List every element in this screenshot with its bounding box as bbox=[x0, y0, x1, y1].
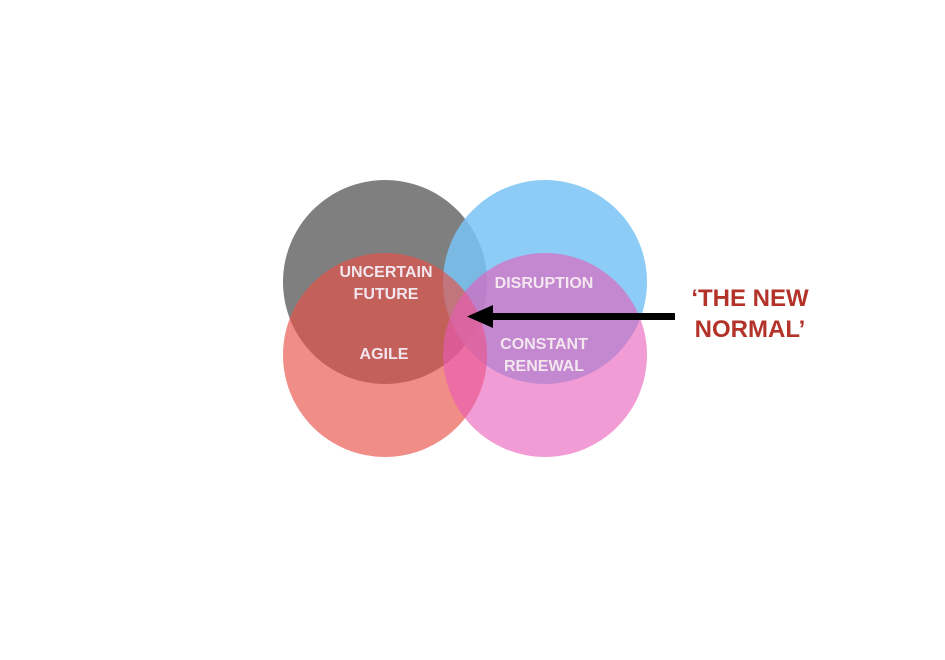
arrow-left-icon bbox=[467, 305, 675, 328]
label-uncertain-future: UNCERTAIN FUTURE bbox=[306, 262, 466, 306]
callout-new-normal: ‘THE NEW NORMAL’ bbox=[670, 283, 830, 345]
label-disruption: DISRUPTION bbox=[494, 275, 594, 292]
circle-pink bbox=[443, 253, 647, 457]
label-line: CONSTANT bbox=[500, 336, 588, 353]
label-line: FUTURE bbox=[353, 286, 419, 303]
callout-line: ‘THE NEW bbox=[691, 285, 809, 312]
label-constant-renewal: CONSTANT RENEWAL bbox=[464, 334, 624, 378]
label-line: RENEWAL bbox=[504, 358, 584, 375]
callout-line: NORMAL’ bbox=[694, 316, 806, 343]
label-agile: AGILE bbox=[359, 346, 409, 363]
label-line: UNCERTAIN bbox=[339, 264, 433, 281]
